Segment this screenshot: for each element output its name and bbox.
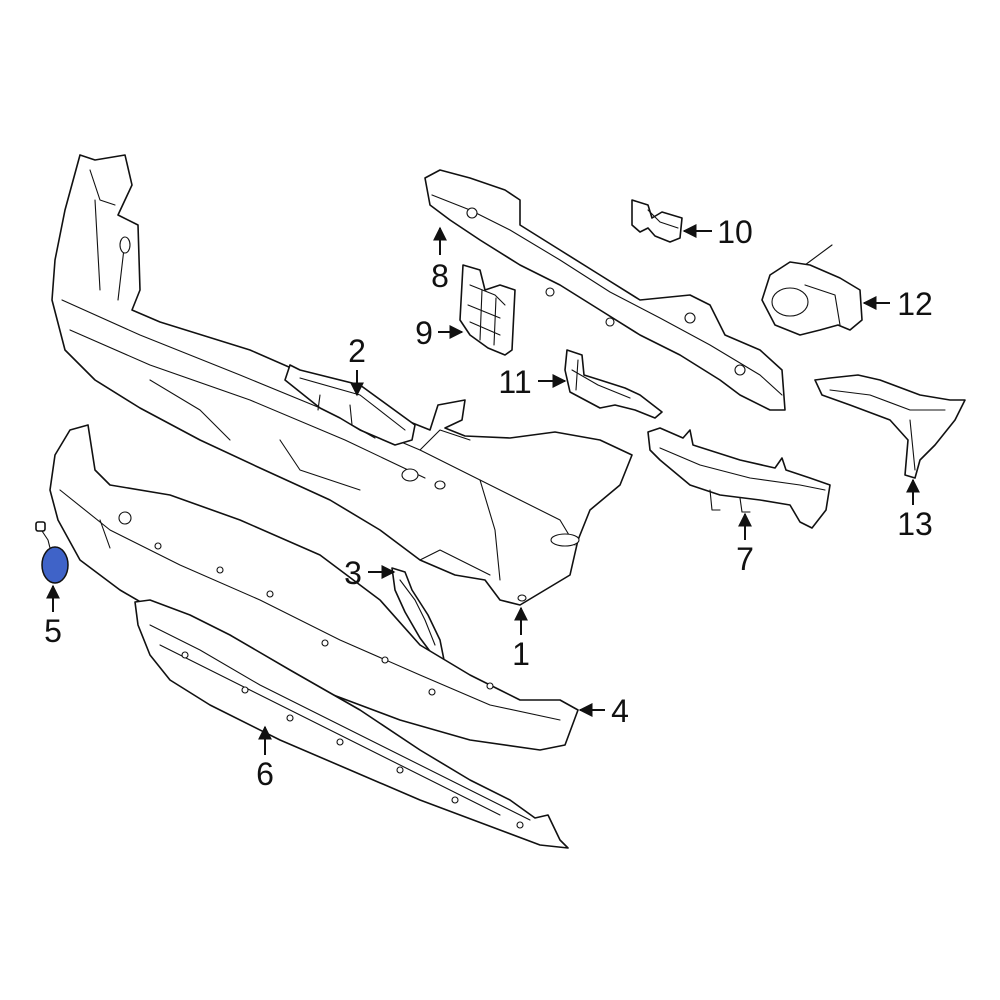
callout-label-5: 5 bbox=[44, 613, 62, 649]
tow-bracket-part-12[interactable] bbox=[761, 244, 863, 336]
callout-label-1: 1 bbox=[512, 636, 530, 672]
callout-1: 1 bbox=[512, 606, 530, 672]
bracket-part-9[interactable] bbox=[459, 264, 516, 356]
clip-part-10[interactable] bbox=[631, 199, 683, 243]
callout-label-10: 10 bbox=[717, 214, 753, 250]
callout-label-13: 13 bbox=[897, 506, 933, 542]
callout-3: 3 bbox=[344, 555, 396, 591]
callout-label-2: 2 bbox=[348, 333, 366, 369]
callout-6: 6 bbox=[256, 725, 274, 792]
callout-13: 13 bbox=[897, 478, 933, 542]
callout-label-12: 12 bbox=[897, 286, 933, 322]
callout-7: 7 bbox=[736, 512, 754, 577]
callout-label-3: 3 bbox=[344, 555, 362, 591]
callout-8: 8 bbox=[431, 226, 449, 294]
callout-12: 12 bbox=[862, 286, 933, 322]
callout-10: 10 bbox=[682, 214, 753, 250]
lower-reinforcement-part-6[interactable] bbox=[134, 599, 569, 849]
impact-bar-part-8[interactable] bbox=[424, 169, 786, 411]
callout-label-8: 8 bbox=[431, 258, 449, 294]
bracket-part-11[interactable] bbox=[564, 349, 663, 419]
callout-2: 2 bbox=[348, 333, 366, 397]
callout-label-9: 9 bbox=[415, 315, 433, 351]
callout-label-7: 7 bbox=[736, 541, 754, 577]
bumper-cover-part-1[interactable] bbox=[51, 154, 633, 606]
callout-4: 4 bbox=[578, 693, 629, 729]
tow-hook-cap-part-5[interactable] bbox=[35, 521, 69, 584]
bumper-bracket-part-2[interactable] bbox=[284, 364, 416, 446]
energy-absorber-part-7[interactable] bbox=[647, 427, 831, 529]
callout-label-4: 4 bbox=[611, 693, 629, 729]
callout-11: 11 bbox=[498, 364, 567, 400]
callout-label-11: 11 bbox=[498, 364, 531, 400]
callout-5: 5 bbox=[44, 584, 62, 649]
callout-label-6: 6 bbox=[256, 756, 274, 792]
callout-9: 9 bbox=[415, 315, 464, 351]
side-bracket-part-13[interactable] bbox=[814, 374, 966, 479]
